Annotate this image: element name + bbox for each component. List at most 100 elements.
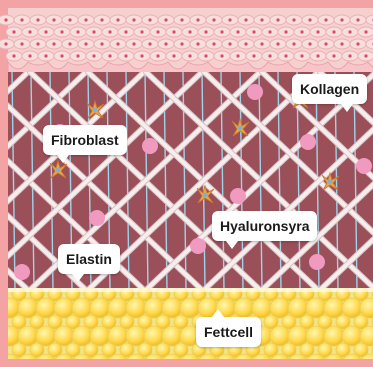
cell-nucleus bbox=[100, 18, 103, 21]
cell-nucleus bbox=[284, 54, 287, 57]
cell-nucleus bbox=[140, 30, 143, 33]
cell-nucleus bbox=[308, 42, 311, 45]
cell-nucleus bbox=[236, 54, 239, 57]
cell-nucleus bbox=[260, 18, 263, 21]
cell-nucleus bbox=[44, 54, 47, 57]
cell-nucleus bbox=[340, 42, 343, 45]
label-kollagen: Kollagen bbox=[292, 74, 367, 104]
cell-nucleus bbox=[316, 30, 319, 33]
cell-nucleus bbox=[28, 30, 31, 33]
fibroblast-nucleus bbox=[238, 126, 242, 130]
cell-nucleus bbox=[84, 42, 87, 45]
cell-nucleus bbox=[364, 30, 367, 33]
cell-nucleus bbox=[220, 30, 223, 33]
cell-nucleus bbox=[356, 18, 359, 21]
cell-nucleus bbox=[4, 18, 7, 21]
cell-nucleus bbox=[148, 18, 151, 21]
fibroblast-nucleus bbox=[56, 168, 60, 172]
cell-nucleus bbox=[284, 30, 287, 33]
hyaluronic-dot bbox=[356, 158, 372, 174]
cell-nucleus bbox=[116, 42, 119, 45]
cell-nucleus bbox=[220, 54, 223, 57]
cell-nucleus bbox=[196, 18, 199, 21]
epidermis-layer bbox=[0, 8, 373, 78]
cell-nucleus bbox=[356, 42, 359, 45]
cell-nucleus bbox=[300, 54, 303, 57]
cell-nucleus bbox=[212, 42, 215, 45]
cell-nucleus bbox=[156, 54, 159, 57]
cell-nucleus bbox=[44, 30, 47, 33]
cell-nucleus bbox=[36, 42, 39, 45]
cell-nucleus bbox=[116, 18, 119, 21]
cell-nucleus bbox=[292, 18, 295, 21]
cell-nucleus bbox=[324, 18, 327, 21]
cell-nucleus bbox=[60, 54, 63, 57]
cell-nucleus bbox=[268, 30, 271, 33]
cell-nucleus bbox=[68, 18, 71, 21]
fibroblast-nucleus bbox=[93, 108, 97, 112]
cell-nucleus bbox=[228, 42, 231, 45]
cell-nucleus bbox=[108, 54, 111, 57]
fat-cells bbox=[0, 287, 373, 367]
cell-nucleus bbox=[204, 54, 207, 57]
cell-nucleus bbox=[76, 30, 79, 33]
cell-nucleus bbox=[108, 30, 111, 33]
cell-nucleus bbox=[28, 54, 31, 57]
cell-nucleus bbox=[36, 18, 39, 21]
cell-nucleus bbox=[12, 54, 15, 57]
hyaluronic-dot bbox=[14, 264, 30, 280]
cell-nucleus bbox=[332, 54, 335, 57]
cell-nucleus bbox=[124, 30, 127, 33]
cell-nucleus bbox=[252, 54, 255, 57]
cell-nucleus bbox=[340, 18, 343, 21]
dermis-layer bbox=[0, 72, 373, 290]
cell-nucleus bbox=[196, 42, 199, 45]
fibroblast-nucleus bbox=[203, 193, 207, 197]
cell-nucleus bbox=[364, 54, 367, 57]
cell-nucleus bbox=[84, 18, 87, 21]
label-fettcell: Fettcell bbox=[196, 317, 261, 347]
cell-nucleus bbox=[132, 18, 135, 21]
cell-nucleus bbox=[260, 42, 263, 45]
cell-nucleus bbox=[204, 30, 207, 33]
hyaluronic-dot bbox=[247, 84, 263, 100]
cell-nucleus bbox=[68, 42, 71, 45]
cell-nucleus bbox=[156, 30, 159, 33]
hyaluronic-dot bbox=[309, 254, 325, 270]
hyaluronic-dot bbox=[230, 188, 246, 204]
cell-nucleus bbox=[124, 54, 127, 57]
cell-nucleus bbox=[300, 30, 303, 33]
cell-nucleus bbox=[12, 30, 15, 33]
cell-nucleus bbox=[252, 30, 255, 33]
hyaluronic-dot bbox=[300, 134, 316, 150]
cell-nucleus bbox=[164, 18, 167, 21]
cell-nucleus bbox=[268, 54, 271, 57]
cell-nucleus bbox=[188, 30, 191, 33]
hyaluronic-dot bbox=[190, 238, 206, 254]
fibroblast-nucleus bbox=[328, 180, 332, 184]
cell-nucleus bbox=[188, 54, 191, 57]
cell-nucleus bbox=[164, 42, 167, 45]
cell-nucleus bbox=[180, 42, 183, 45]
cell-nucleus bbox=[132, 42, 135, 45]
cell-nucleus bbox=[180, 18, 183, 21]
cell-nucleus bbox=[244, 42, 247, 45]
hyaluronic-dot bbox=[89, 210, 105, 226]
cell-nucleus bbox=[276, 42, 279, 45]
cell-nucleus bbox=[308, 18, 311, 21]
cell-nucleus bbox=[100, 42, 103, 45]
cell-nucleus bbox=[52, 42, 55, 45]
cell-nucleus bbox=[228, 18, 231, 21]
cell-nucleus bbox=[92, 30, 95, 33]
cell-nucleus bbox=[324, 42, 327, 45]
cell-nucleus bbox=[292, 42, 295, 45]
label-elastin: Elastin bbox=[58, 244, 120, 274]
cell-nucleus bbox=[244, 18, 247, 21]
cell-nucleus bbox=[316, 54, 319, 57]
cell-nucleus bbox=[348, 54, 351, 57]
label-hyaluronsyra: Hyaluronsyra bbox=[212, 211, 317, 241]
cell-nucleus bbox=[172, 54, 175, 57]
cell-nucleus bbox=[52, 18, 55, 21]
